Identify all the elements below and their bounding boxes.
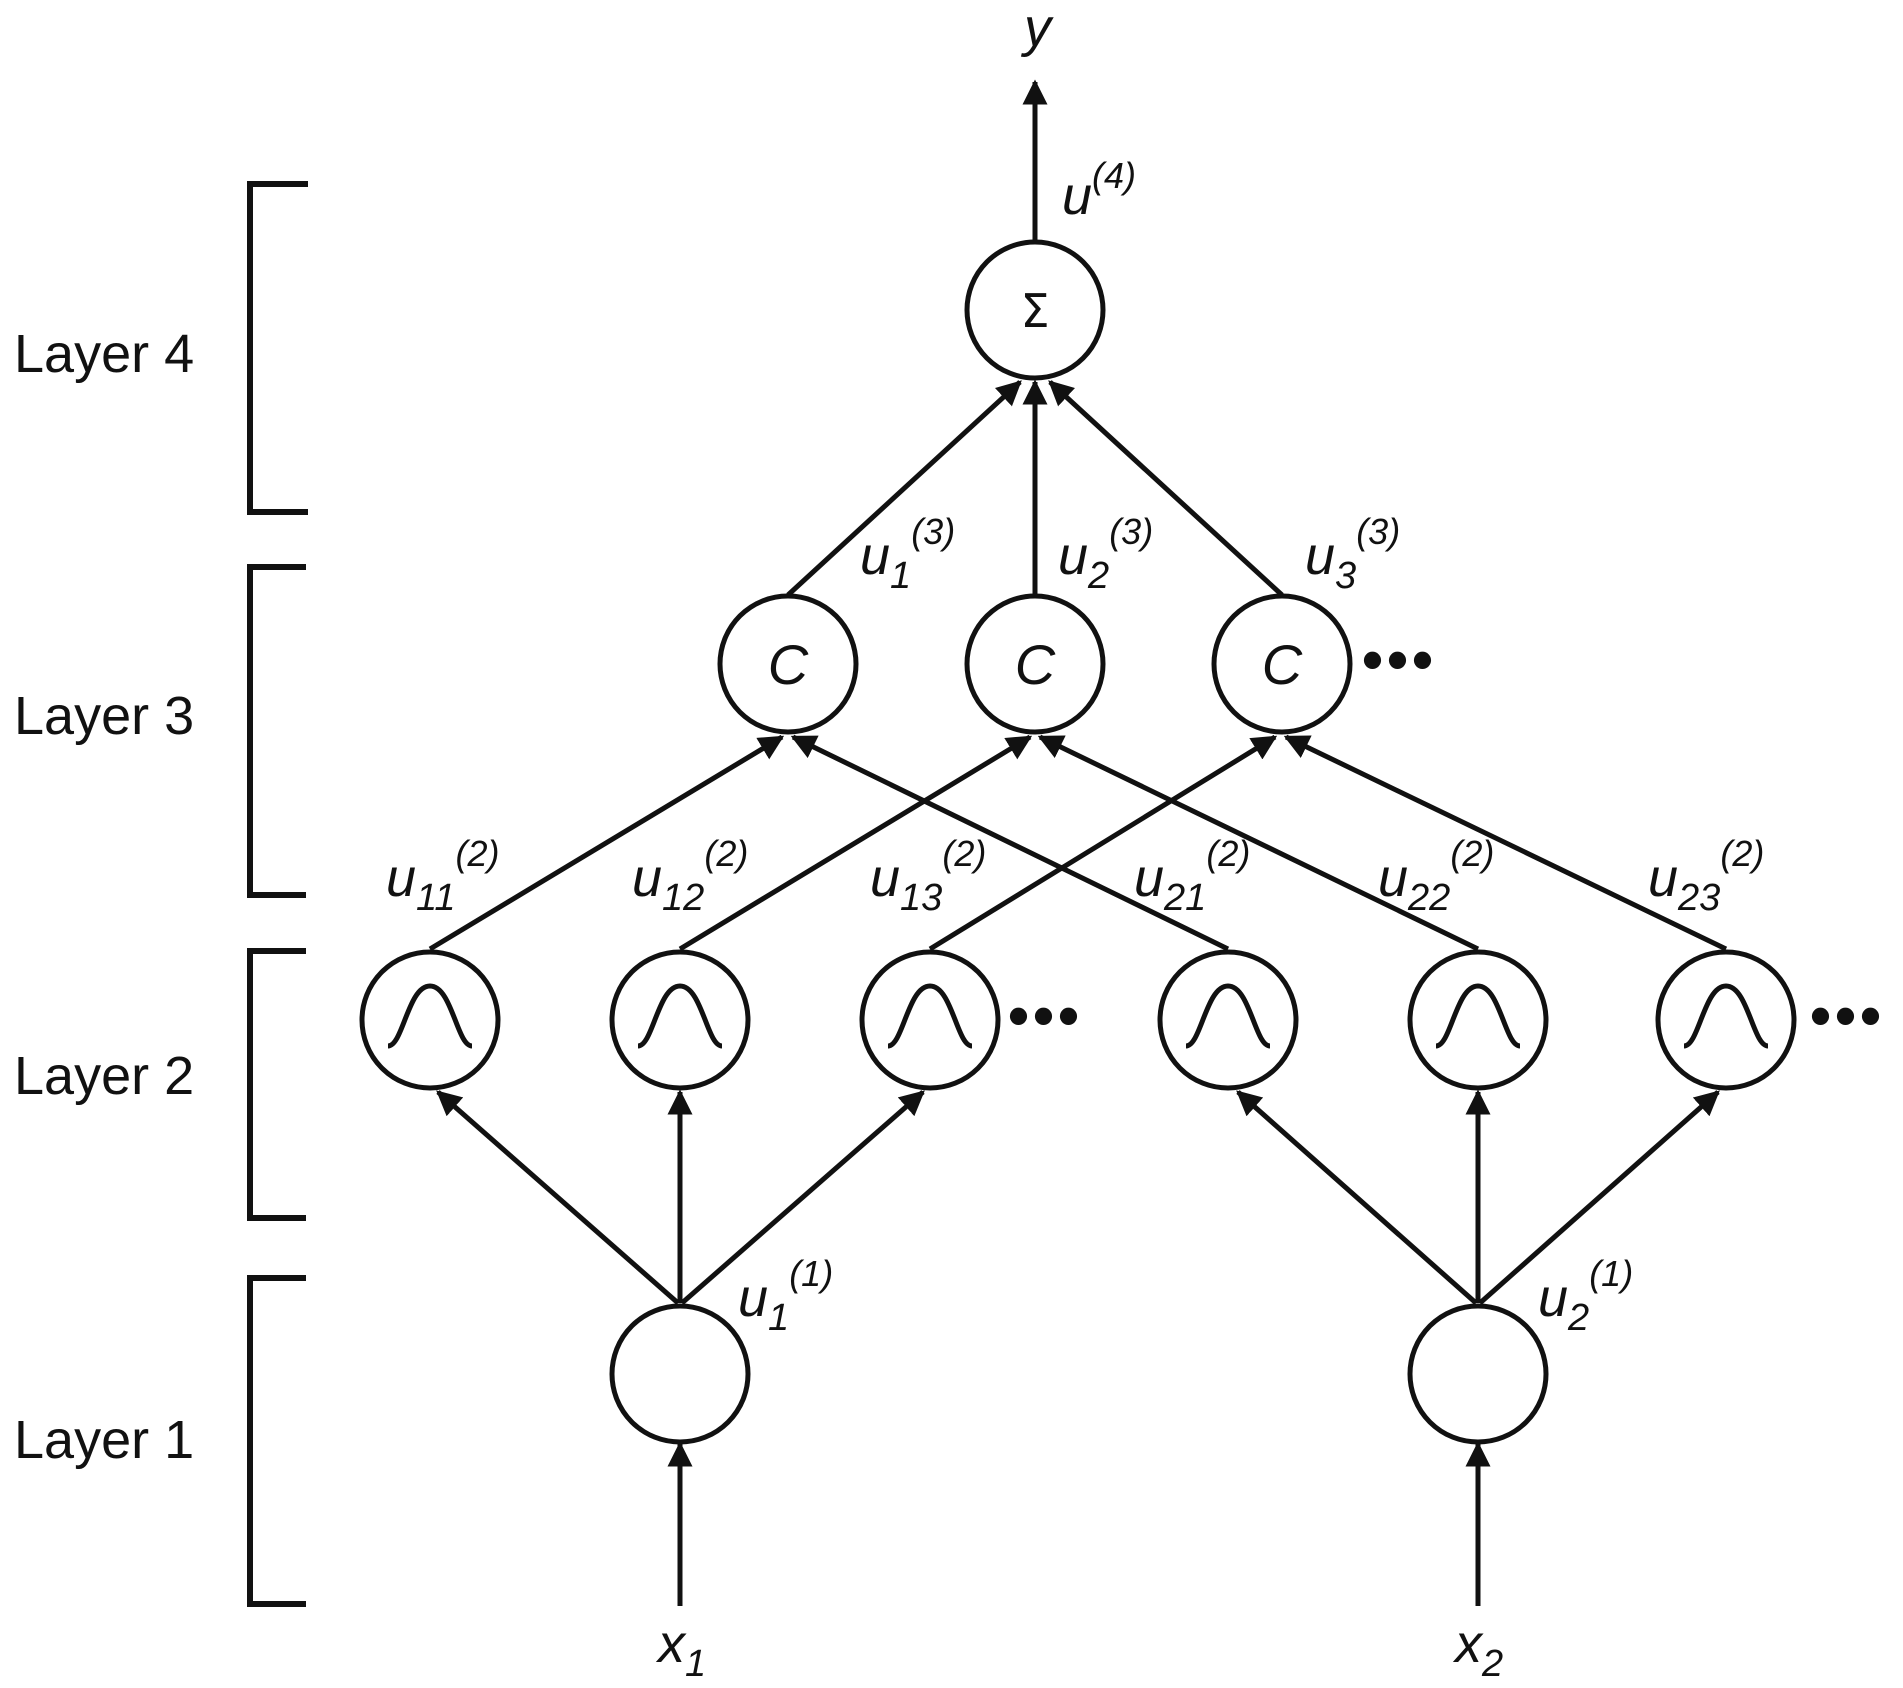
edge-mf12-to-c2 xyxy=(678,734,1033,952)
edge-c1-to-sum xyxy=(786,380,1022,597)
signal-u2-22: u22(2) xyxy=(1378,833,1494,919)
edge-u1-to-mf11 xyxy=(436,1090,680,1305)
mf-node-12 xyxy=(609,949,751,1091)
edge-mf23-to-c3 xyxy=(1283,734,1728,952)
edge-mf22-to-c2 xyxy=(1037,734,1480,952)
rule-node-2 xyxy=(964,593,1106,735)
signal-u2-12: u12(2) xyxy=(632,833,748,919)
edge-u2-to-mf23 xyxy=(1478,1090,1720,1305)
signal-u3-1: u1(3) xyxy=(860,511,955,597)
output-label-y: y xyxy=(1020,0,1054,58)
edge-u2-to-mf21 xyxy=(1236,1090,1478,1305)
rule-node-1-label: C xyxy=(768,633,809,696)
rule-node-3 xyxy=(1211,593,1353,735)
layer3-label: Layer 3 xyxy=(14,686,194,746)
input-node-1 xyxy=(609,1303,751,1445)
ellipsis-mf-x1: ••• xyxy=(1008,982,1083,1049)
signal-u2-13: u13(2) xyxy=(870,833,986,919)
sigma-icon: Σ xyxy=(1020,284,1049,338)
signal-u1-1: u1(1) xyxy=(738,1253,833,1339)
edge-mf11-to-c1 xyxy=(428,734,785,952)
gaussian-icon xyxy=(1683,983,1769,1049)
edge-mf13-to-c3 xyxy=(928,734,1278,952)
mf-node-21 xyxy=(1157,949,1299,1091)
input-label-x2: x2 xyxy=(1452,1614,1503,1685)
ellipsis-mf-x2: ••• xyxy=(1810,982,1885,1049)
signal-u2-11: u11(2) xyxy=(386,833,500,919)
gaussian-icon xyxy=(637,983,723,1049)
sum-node xyxy=(964,239,1106,381)
edge-u1-to-mf13 xyxy=(680,1090,925,1305)
gaussian-icon xyxy=(1185,983,1271,1049)
gaussian-icon xyxy=(887,983,973,1049)
layer4-label: Layer 4 xyxy=(14,324,194,384)
gaussian-icon xyxy=(387,983,473,1049)
edge-c3-to-sum xyxy=(1048,380,1284,597)
input-label-x1: x1 xyxy=(655,1614,706,1685)
layer2-label: Layer 2 xyxy=(14,1046,194,1106)
signal-u2-21: u21(2) xyxy=(1134,833,1250,919)
rule-node-3-label: C xyxy=(1262,633,1303,696)
gaussian-icon xyxy=(1435,983,1521,1049)
rule-node-2-label: C xyxy=(1015,633,1056,696)
signal-u4: u(4) xyxy=(1062,155,1136,226)
mf-node-23 xyxy=(1655,949,1797,1091)
layer2-bracket xyxy=(247,948,306,1221)
layer1-label: Layer 1 xyxy=(14,1410,194,1470)
ellipsis-rules: ••• xyxy=(1362,626,1437,693)
edge-mf21-to-c1 xyxy=(790,734,1230,952)
layer3-bracket xyxy=(247,564,306,898)
input-node-2 xyxy=(1407,1303,1549,1445)
mf-node-11 xyxy=(359,949,501,1091)
layer1-bracket xyxy=(247,1275,306,1607)
mf-node-13 xyxy=(859,949,1001,1091)
signal-u1-2: u2(1) xyxy=(1538,1253,1633,1339)
rule-node-1 xyxy=(717,593,859,735)
layer4-bracket xyxy=(247,181,308,515)
signal-u2-23: u23(2) xyxy=(1648,833,1764,919)
signal-u3-3: u3(3) xyxy=(1305,511,1400,597)
signal-u3-2: u2(3) xyxy=(1058,511,1153,597)
mf-node-22 xyxy=(1407,949,1549,1091)
